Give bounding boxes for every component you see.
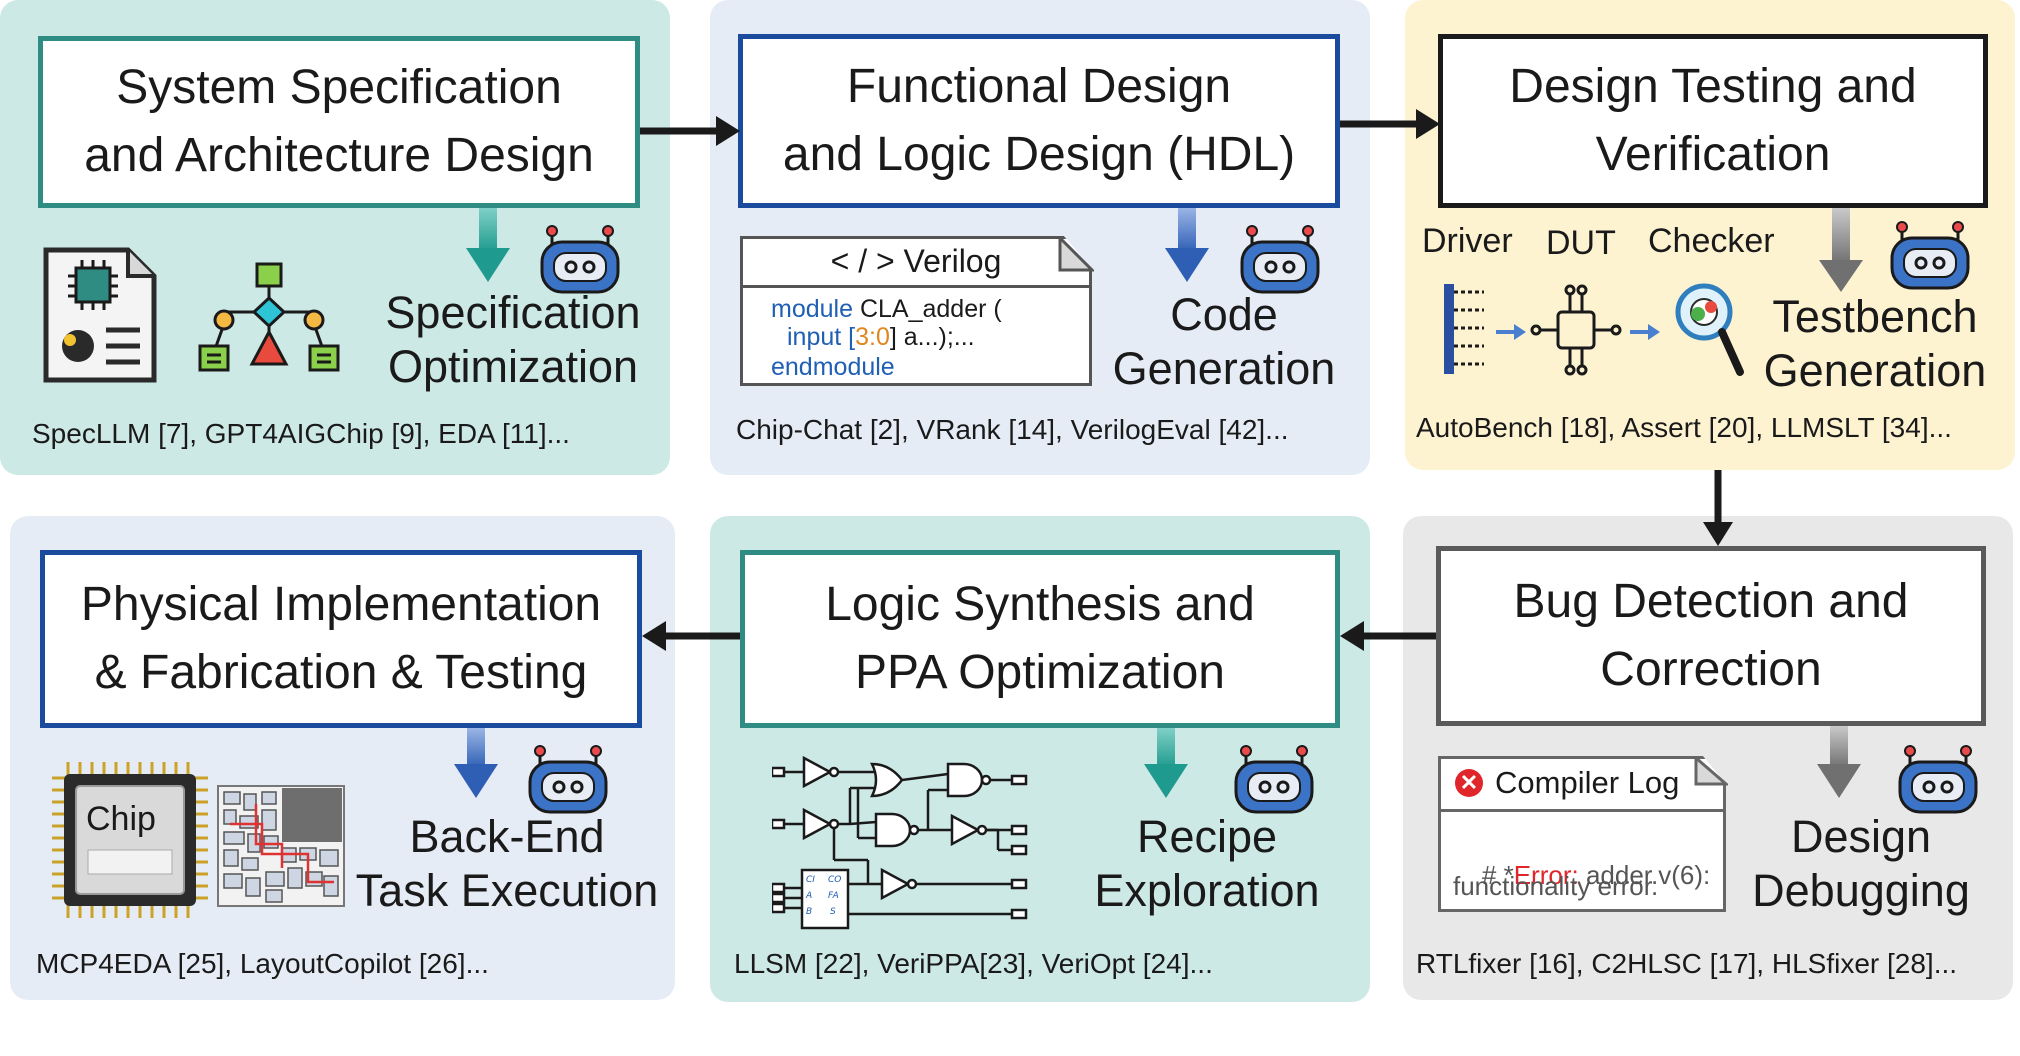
log-line-2: functionality error. bbox=[1453, 871, 1659, 901]
verilog-card-title: < / > Verilog bbox=[830, 243, 1002, 279]
arrow-synth-to-phys bbox=[642, 621, 740, 651]
log-error-word: Error: bbox=[1513, 860, 1579, 890]
chip-label: Chip bbox=[86, 800, 156, 838]
page-fold-icon bbox=[1694, 756, 1728, 786]
error-icon: ✕ bbox=[1455, 769, 1483, 797]
code-text: [ bbox=[841, 323, 856, 351]
log-error-text: adder.v(6): bbox=[1578, 860, 1711, 890]
driver-icon bbox=[1444, 284, 1484, 374]
down-arrow-test bbox=[1819, 208, 1863, 292]
refs-phys: MCP4EDA [25], LayoutCopilot [26]... bbox=[36, 948, 489, 979]
down-arrow-spec bbox=[466, 208, 510, 282]
compiler-log-card: ✕ Compiler Log # *Error: adder.v(6): fun… bbox=[1438, 756, 1726, 912]
page-fold-icon bbox=[1058, 236, 1094, 272]
stage-title-phys: Physical Implementation& Fabrication & T… bbox=[40, 550, 642, 728]
arrow-func-to-test bbox=[1340, 109, 1440, 139]
logic-circuit-icon: CI CO A FA B S bbox=[772, 755, 1028, 930]
svg-text:A: A bbox=[805, 891, 812, 901]
refs-bug: RTLfixer [16], C2HLSC [17], HLSfixer [28… bbox=[1416, 948, 1958, 979]
dut-icon bbox=[1530, 284, 1622, 376]
refs-spec: SpecLLM [7], GPT4AIGChip [9], EDA [11]..… bbox=[32, 418, 570, 449]
code-keyword: input bbox=[787, 323, 842, 351]
robot-icon bbox=[1890, 221, 1970, 290]
robot-icon bbox=[1240, 225, 1320, 294]
svg-text:CI: CI bbox=[806, 875, 815, 885]
code-text: ] a...);... bbox=[889, 323, 975, 351]
svg-text:B: B bbox=[806, 907, 812, 917]
code-range: 3:0 bbox=[855, 323, 890, 351]
arrow-spec-to-func bbox=[640, 116, 740, 146]
down-arrow-phys bbox=[454, 728, 498, 798]
code-keyword: module bbox=[771, 295, 853, 323]
robot-icon bbox=[1898, 745, 1978, 814]
checker-magnifier-icon bbox=[1675, 283, 1744, 376]
chip-icon bbox=[52, 762, 208, 918]
robot-icon bbox=[528, 745, 608, 814]
dut-label: DUT bbox=[1546, 224, 1616, 262]
down-arrow-bug bbox=[1817, 726, 1861, 798]
svg-text:CO: CO bbox=[828, 875, 841, 885]
log-prefix: # * bbox=[1481, 860, 1514, 890]
svg-text:FA: FA bbox=[828, 891, 839, 901]
spec-doc-icon bbox=[43, 247, 157, 383]
compiler-log-title: Compiler Log bbox=[1495, 765, 1680, 800]
refs-func: Chip-Chat [2], VRank [14], VerilogEval [… bbox=[736, 414, 1289, 445]
down-arrow-synth bbox=[1144, 728, 1188, 798]
refs-synth: LLSM [22], VeriPPA[23], VeriOpt [24]... bbox=[734, 948, 1213, 979]
verilog-code-card: < / > Verilog module CLA_adder ( input [… bbox=[740, 236, 1092, 386]
driver-label: Driver bbox=[1422, 222, 1513, 260]
architecture-diagram-icon bbox=[198, 262, 340, 372]
robot-icon bbox=[540, 225, 620, 294]
code-text: CLA_adder ( bbox=[853, 295, 1002, 323]
checker-label: Checker bbox=[1648, 222, 1775, 260]
code-keyword: endmodule bbox=[771, 353, 895, 381]
testbench-flow-graphic bbox=[1444, 283, 1744, 376]
arrow-test-to-bug bbox=[1703, 470, 1733, 546]
robot-icon bbox=[1234, 745, 1314, 814]
svg-text:S: S bbox=[830, 907, 836, 917]
arrow-bug-to-synth bbox=[1340, 621, 1436, 651]
refs-test: AutoBench [18], Assert [20], LLMSLT [34]… bbox=[1416, 412, 1952, 443]
down-arrow-func bbox=[1165, 208, 1209, 282]
layout-icon bbox=[217, 785, 345, 907]
